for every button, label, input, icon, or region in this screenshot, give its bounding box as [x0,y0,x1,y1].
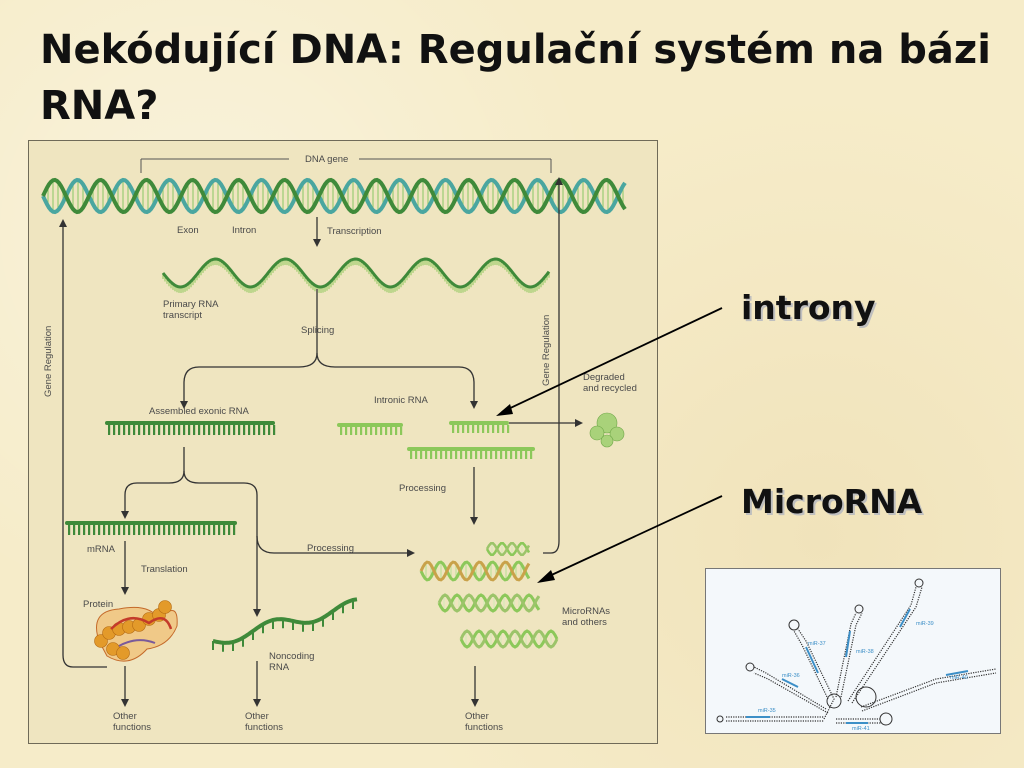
arrowheads [59,177,583,707]
dna-double-helix [41,177,627,215]
mirna-label-4: miR-36 [782,673,800,679]
mirna-label-2: miR-38 [856,649,874,655]
introny-callout: introny [741,288,876,327]
gene-regulation-left-label: Gene Regulation [43,325,54,397]
degraded-and-recycled-label: Degraded and recycled [583,372,637,394]
micrornas-and-others-label: MicroRNAs and others [562,606,611,628]
dna-gene-bracket [140,158,552,173]
translation-label: Translation [141,564,188,575]
mirna-label-7: miR-41 [852,726,870,732]
mirna-hairpin-structure [716,578,997,726]
mirna-label-5: miR-40 [950,675,968,681]
other-functions-label-1: Other functions [113,711,152,733]
gene-regulation-right-label: Gene Regulation [541,314,552,386]
slide-title: Nekódující DNA: Regulační systém na bázi… [40,27,991,129]
assembled-exonic-rna-label: Assembled exonic RNA [149,406,249,417]
splicing-label: Splicing [301,325,335,336]
microrna-callout: MicroRNA [741,482,923,521]
mirna-hairpin-inset: miR-37 miR-38 miR-39 miR-36 miR-40 miR-3… [705,568,1001,734]
dna-gene-label: DNA gene [305,154,349,165]
mirna-label-3: miR-39 [916,621,934,627]
gene-expression-diagram: DNA gene Exon Intron Transcription Prima… [28,140,658,744]
microrna-helices [419,542,559,649]
other-functions-label-3: Other functions [465,711,504,733]
intron-label: Intron [232,225,257,236]
protein-structure [94,600,178,662]
rna-strands [65,421,535,652]
other-functions-label-2: Other functions [245,711,284,733]
intronic-rna-label: Intronic RNA [374,395,428,406]
protein-label: Protein [83,599,114,610]
primary-rna-transcript-label: Primary RNA transcript [163,299,219,321]
transcription-label: Transcription [327,226,382,237]
degraded-rna-fragments [589,412,625,448]
noncoding-rna-label: Noncoding RNA [269,651,315,673]
mrna-label: mRNA [87,544,115,555]
diagram-graphics [41,158,627,707]
primary-rna-transcript-strand [161,257,551,293]
mirna-label-1: miR-37 [808,641,826,647]
mirna-label-6: miR-35 [758,708,776,714]
processing-middle-label: Processing [307,543,354,554]
exon-label: Exon [177,225,199,236]
processing-right-label: Processing [399,483,446,494]
